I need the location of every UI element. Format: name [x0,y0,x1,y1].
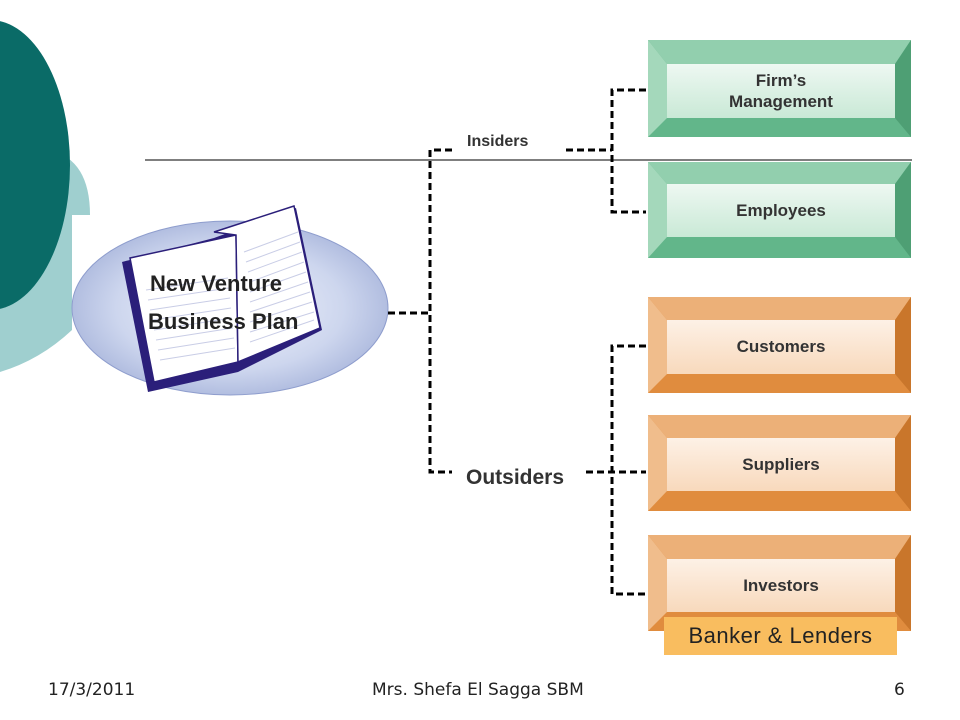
connectors [388,88,646,596]
customers-box: Customers [736,337,826,357]
footer-date: 17/3/2011 [48,680,136,700]
investors-box: Investors [743,575,819,595]
employees-box: Employees [736,200,826,220]
outsider-box-frames [648,297,911,631]
outsiders-label: Outsiders [466,466,565,489]
insiders-label: Insiders [467,133,529,150]
page-number: 6 [894,680,905,700]
banker-lenders-label: Banker & Lenders [664,617,897,655]
suppliers-box: Suppliers [742,454,820,474]
firms-management-box: Firm’s Management [729,70,833,111]
book-icon [122,205,322,392]
theme-decoration [0,21,90,372]
book-title-line2: Business Plan [148,309,299,334]
book-title-line1: New Venture [150,271,283,296]
insider-box-frames [648,40,911,258]
footer-author: Mrs. Shefa El Sagga SBM [372,680,584,700]
